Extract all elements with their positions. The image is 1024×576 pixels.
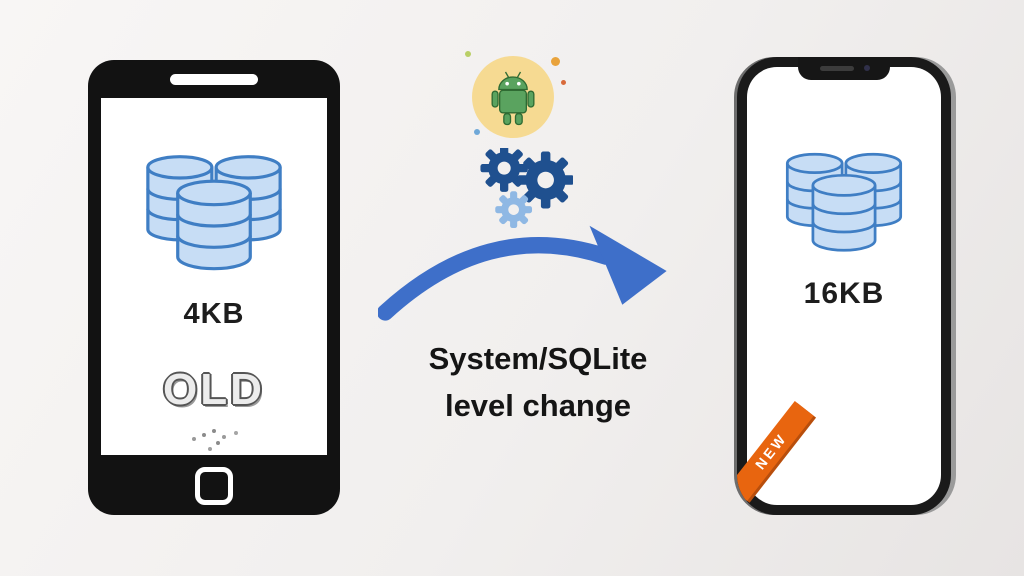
old-badge: OLD bbox=[163, 365, 265, 414]
camera-dot bbox=[864, 65, 870, 71]
confetti-dot bbox=[465, 51, 471, 57]
earpiece bbox=[820, 66, 854, 71]
confetti-dot bbox=[551, 57, 560, 66]
gears-icon bbox=[480, 148, 573, 229]
home-button bbox=[195, 467, 233, 505]
new-size-label: 16KB bbox=[803, 277, 885, 310]
notch bbox=[798, 57, 890, 80]
confetti-dot bbox=[474, 129, 480, 135]
curved-arrow-right-icon bbox=[378, 225, 667, 321]
old-phone-screen: 4KB OLD bbox=[101, 98, 327, 455]
caption: System/SQLite level change bbox=[368, 336, 708, 429]
android-robot-icon bbox=[491, 71, 535, 126]
old-size-label: 4KB bbox=[183, 298, 245, 330]
confetti-dot bbox=[561, 80, 566, 85]
old-phone: 4KB OLD bbox=[88, 60, 340, 515]
speaker-bar bbox=[170, 74, 258, 85]
caption-line1: System/SQLite bbox=[428, 341, 648, 376]
database-stack-icon bbox=[146, 155, 282, 271]
android-icon bbox=[472, 56, 554, 138]
database-stack-icon bbox=[785, 152, 903, 252]
caption-line2: level change bbox=[444, 387, 632, 423]
new-phone: 16KB NEW bbox=[737, 57, 951, 515]
drip-dots bbox=[212, 429, 216, 433]
